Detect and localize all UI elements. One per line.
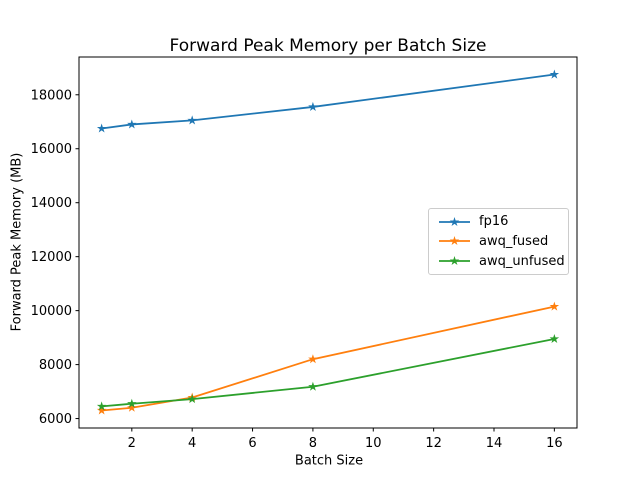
legend-entry-fp16: fp16 — [429, 212, 568, 231]
data-point-marker-awq_unfused — [96, 401, 107, 411]
data-point-marker-awq_fused — [96, 405, 107, 415]
data-point-marker-fp16 — [549, 69, 560, 79]
data-point-marker-fp16 — [96, 123, 107, 133]
x-tick-label: 8 — [309, 436, 317, 451]
data-point-marker-fp16 — [127, 119, 137, 129]
legend-line-sample — [439, 216, 470, 226]
legend-line-sample — [439, 236, 470, 246]
data-point-marker-awq_unfused — [549, 333, 560, 344]
y-tick-label: 6000 — [39, 412, 72, 427]
legend-sample-star-icon — [449, 236, 460, 246]
y-tick-label: 12000 — [31, 250, 72, 265]
y-tick-label: 10000 — [31, 304, 72, 319]
chart-title: Forward Peak Memory per Batch Size — [169, 36, 487, 56]
data-point-marker-awq_fused — [549, 301, 560, 311]
axes-frame — [78, 56, 578, 429]
legend: fp16 awq_fused awq_unfused — [428, 208, 569, 275]
data-point-marker-fp16 — [308, 101, 318, 111]
x-tick-label: 12 — [425, 436, 442, 451]
data-point-marker-awq_unfused — [127, 398, 137, 408]
y-tick-label: 16000 — [31, 142, 72, 157]
y-tick-label: 14000 — [31, 196, 72, 211]
y-axis-label: Forward Peak Memory (MB) — [9, 152, 25, 332]
legend-line-sample — [439, 256, 470, 266]
x-axis-label: Batch Size — [294, 453, 364, 469]
legend-sample-star-icon — [449, 216, 460, 226]
data-point-marker-awq_unfused — [187, 394, 197, 404]
x-tick-label: 6 — [248, 436, 256, 451]
series-line-fp16 — [100, 73, 556, 130]
x-tick-label: 2 — [128, 436, 136, 451]
x-tick-label: 14 — [486, 436, 503, 451]
legend-entry-awq_unfused: awq_unfused — [429, 252, 568, 271]
data-point-marker-awq_fused — [127, 402, 137, 412]
data-point-marker-awq_unfused — [308, 381, 318, 391]
y-tick-label: 18000 — [31, 88, 72, 103]
series-line-awq_fused — [100, 305, 556, 412]
data-point-marker-fp16 — [187, 115, 197, 125]
legend-label: fp16 — [479, 214, 509, 230]
y-tick-label: 8000 — [39, 358, 72, 373]
legend-sample-star-icon — [449, 256, 460, 266]
legend-label: awq_unfused — [479, 253, 565, 269]
x-tick-label: 16 — [546, 436, 563, 451]
x-tick-label: 10 — [365, 436, 382, 451]
x-tick-label: 4 — [188, 436, 196, 451]
series-line-awq_unfused — [100, 338, 556, 408]
legend-label: awq_fused — [479, 233, 549, 249]
data-point-marker-awq_fused — [308, 354, 318, 364]
legend-entry-awq_fused: awq_fused — [429, 232, 568, 251]
